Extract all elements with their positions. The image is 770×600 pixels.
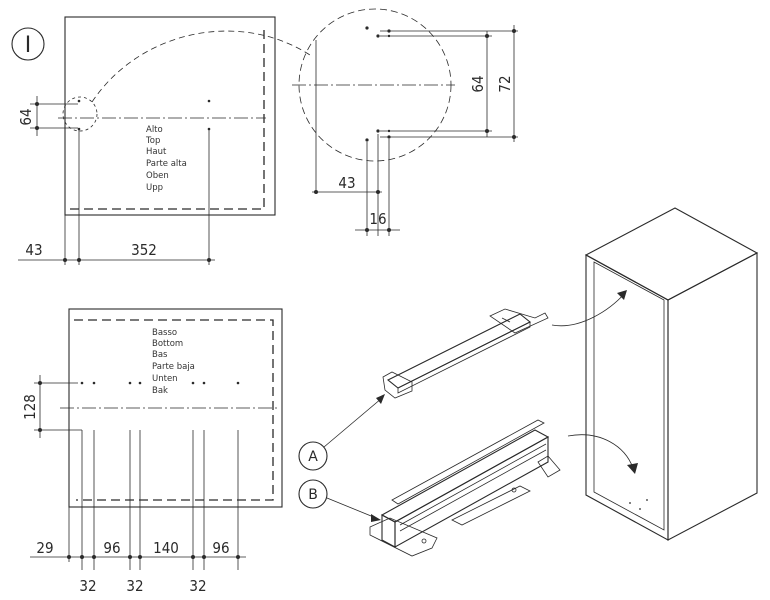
top-panel-drawing: I Alto Top Haut Parte alta Oben Upp 64: [11, 16, 311, 265]
label-bottom: Bottom: [152, 339, 183, 349]
label-parte-alta: Parte alta: [146, 159, 187, 169]
step-marker: I: [11, 27, 45, 61]
dim-bottom-96-right: 96: [212, 539, 229, 557]
label-oben: Oben: [146, 171, 169, 181]
insert-arrows: [551, 290, 638, 474]
label-bas: Bas: [152, 350, 168, 360]
dim-bottom-vertical: 128: [21, 394, 39, 420]
part-b-runner: [369, 419, 561, 557]
detail-callout-circle: [62, 96, 98, 132]
dim-bottom-140: 140: [153, 539, 179, 557]
bottom-panel-dashed-edge: [74, 319, 274, 501]
detail-leader-arc: [91, 30, 311, 103]
dim-bottom-32-c: 32: [189, 577, 206, 595]
label-bak: Bak: [152, 386, 168, 396]
callout-a-label: A: [308, 449, 318, 465]
dim-detail-inner-pair: 64: [469, 75, 487, 92]
top-panel-outline: [64, 16, 276, 216]
step-marker-label: I: [25, 33, 32, 58]
callout-a: A: [298, 394, 385, 471]
bottom-panel-drawing: Basso Bottom Bas Parte baja Unten Bak 12…: [21, 308, 283, 595]
label-haut: Haut: [146, 147, 167, 157]
dim-top-hole-distance: 352: [131, 241, 157, 259]
top-panel-dashed-edge: [68, 30, 265, 210]
callout-b-label: B: [308, 487, 318, 503]
dim-top-hole-spacing: 64: [17, 108, 35, 125]
cabinet-isometric: [584, 207, 759, 541]
label-top: Top: [145, 136, 160, 146]
dim-bottom-32-a: 32: [79, 577, 96, 595]
dim-detail-edge-offset: 43: [338, 174, 355, 192]
callout-b: B: [298, 479, 381, 522]
dim-bottom-96-left: 96: [103, 539, 120, 557]
dim-detail-outer-pair: 72: [496, 75, 514, 92]
label-parte-baja: Parte baja: [152, 362, 195, 372]
dim-bottom-29: 29: [36, 539, 53, 557]
dim-top-left-offset: 43: [25, 241, 42, 259]
part-a-rail: [382, 308, 549, 399]
dim-bottom-32-b: 32: [126, 577, 143, 595]
label-alto: Alto: [146, 125, 163, 135]
label-basso: Basso: [152, 328, 177, 338]
hole-detail-drawing: 64 72 43 16: [292, 8, 518, 236]
label-upp: Upp: [146, 183, 163, 193]
top-panel-labels: Alto Top Haut Parte alta Oben Upp: [145, 125, 187, 193]
label-unten: Unten: [152, 374, 178, 384]
dim-detail-pair-gap: 16: [369, 210, 386, 228]
bottom-panel-labels: Basso Bottom Bas Parte baja Unten Bak: [152, 328, 195, 396]
